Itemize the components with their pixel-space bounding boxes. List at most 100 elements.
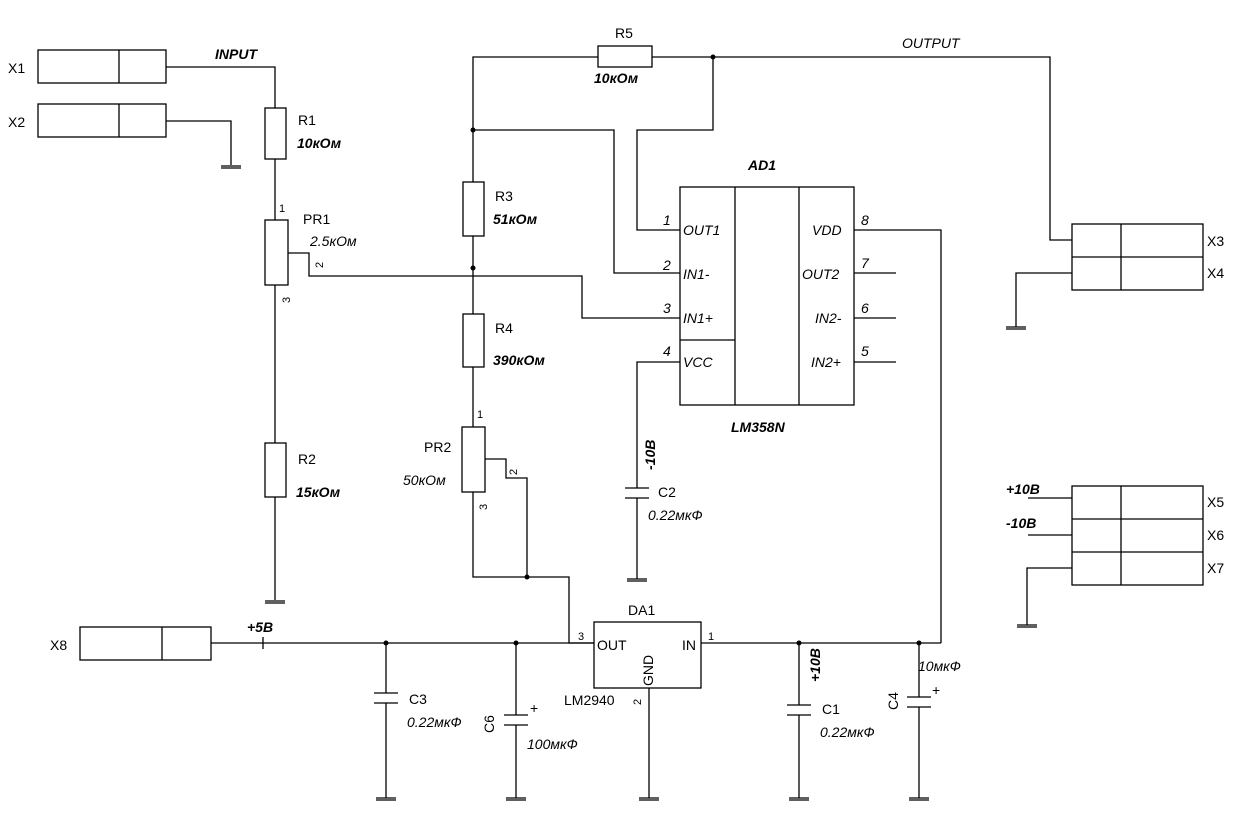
svg-text:2: 2 [508,469,520,475]
svg-text:10мкФ: 10мкФ [918,658,961,674]
x2-label: X2 [8,114,25,130]
x8-label: X8 [50,637,67,653]
x7-label: X7 [1207,560,1224,576]
svg-text:OUT: OUT [597,637,627,653]
svg-text:10кОм: 10кОм [297,135,342,151]
capacitor-c2: C2 0.22мкФ [625,484,703,523]
svg-text:C2: C2 [658,484,676,500]
minus10v-vertical-label: -10В [642,440,658,470]
svg-text:1: 1 [663,212,671,228]
potentiometer-pr1: PR1 2.5кОм 1 2 3 [264,203,357,303]
svg-text:2: 2 [314,262,326,268]
svg-text:0.22мкФ: 0.22мкФ [820,724,875,740]
svg-text:8: 8 [861,212,869,228]
svg-text:C4: C4 [885,692,901,710]
da1-part: LM2940 [564,692,615,708]
ground-x2 [221,165,241,169]
minus10v-net-label: -10В [1006,515,1036,531]
regulator-da1: DA1 LM2940 OUT IN GND 3 1 2 [564,602,714,708]
svg-text:7: 7 [861,255,870,271]
connector-x8: X8 [50,626,212,661]
ground-symbols [221,165,1037,801]
svg-text:VDD: VDD [812,222,842,238]
svg-text:50кОм: 50кОм [403,472,446,488]
ground-r2 [265,600,285,604]
svg-text:C1: C1 [822,701,840,717]
ad1-part: LM358N [731,419,786,435]
svg-text:IN1-: IN1- [683,266,710,282]
svg-text:10кОм: 10кОм [594,70,639,86]
ground-x7 [1017,624,1037,628]
svg-text:390кОм: 390кОм [493,352,546,368]
svg-text:51кОм: 51кОм [493,211,538,227]
svg-text:R5: R5 [615,25,633,41]
svg-text:IN2-: IN2- [815,310,842,326]
svg-text:3: 3 [578,631,584,643]
ground-c1 [789,797,809,801]
resistor-r5: R5 10кОм [594,25,653,86]
junction-dots [383,54,922,646]
svg-text:IN2+: IN2+ [811,354,841,370]
svg-text:IN1+: IN1+ [683,310,713,326]
output-net-label: OUTPUT [902,35,961,51]
x1-label: X1 [8,60,25,76]
svg-text:2: 2 [632,699,644,705]
svg-text:R4: R4 [495,320,513,336]
ground-c2 [627,578,647,582]
svg-text:2.5кОм: 2.5кОм [309,233,357,249]
capacitor-c6: + C6 100мкФ [481,700,578,752]
svg-text:0.22мкФ: 0.22мкФ [648,507,703,523]
svg-text:OUT2: OUT2 [802,266,840,282]
capacitor-c3: C3 0.22мкФ [374,691,462,730]
resistor-r4: R4 390кОм [462,313,546,368]
x4-label: X4 [1207,265,1224,281]
opamp-ad1: AD1 LM358N 1 OUT1 2 IN1- 3 IN1+ 4 VCC 8 … [662,157,870,435]
connector-x1: X1 [8,49,167,84]
svg-text:0.22мкФ: 0.22мкФ [407,714,462,730]
connector-x2: X2 [8,103,167,138]
svg-text:3: 3 [663,300,671,316]
svg-text:2: 2 [662,257,671,273]
svg-text:+: + [932,682,940,698]
svg-text:GND: GND [640,655,656,686]
resistor-r3: R3 51кОм [462,181,538,237]
plus10v-vertical-label: +10В [807,648,823,682]
svg-text:PR2: PR2 [424,439,451,455]
svg-text:15кОм: 15кОм [296,484,341,500]
svg-text:1: 1 [279,203,285,215]
capacitor-c1: C1 0.22мкФ [787,701,875,740]
svg-text:+: + [530,700,538,716]
svg-text:OUT1: OUT1 [683,222,720,238]
plus10v-net-label: +10В [1006,481,1040,497]
ground-da1 [639,797,659,801]
svg-text:3: 3 [281,297,293,303]
x3-label: X3 [1207,233,1224,249]
svg-text:4: 4 [663,343,671,359]
svg-text:VCC: VCC [683,354,713,370]
x6-label: X6 [1207,527,1224,543]
plus5v-net-label: +5В [247,619,273,635]
svg-text:C6: C6 [481,715,497,733]
svg-text:IN: IN [682,637,696,653]
resistor-r1: R1 10кОм [264,107,342,160]
svg-text:R3: R3 [495,188,513,204]
svg-text:1: 1 [708,631,714,643]
x5-label: X5 [1207,494,1224,510]
ground-c6 [506,797,526,801]
ground-x4 [1006,326,1026,330]
input-net-label: INPUT [215,46,258,62]
potentiometer-pr2: PR2 50кОм 1 2 3 [403,409,520,510]
wires [166,56,1072,798]
connector-x5-x7: X5 X6 X7 [1071,485,1224,586]
svg-text:5: 5 [861,343,869,359]
svg-text:R2: R2 [298,451,316,467]
svg-text:PR1: PR1 [303,211,330,227]
svg-text:1: 1 [477,409,483,421]
ad1-ref: AD1 [747,157,776,173]
ground-c4 [909,797,929,801]
svg-text:R1: R1 [298,112,316,128]
resistor-r2: R2 15кОм [264,442,341,500]
svg-text:C3: C3 [409,691,427,707]
svg-text:100мкФ: 100мкФ [527,736,578,752]
